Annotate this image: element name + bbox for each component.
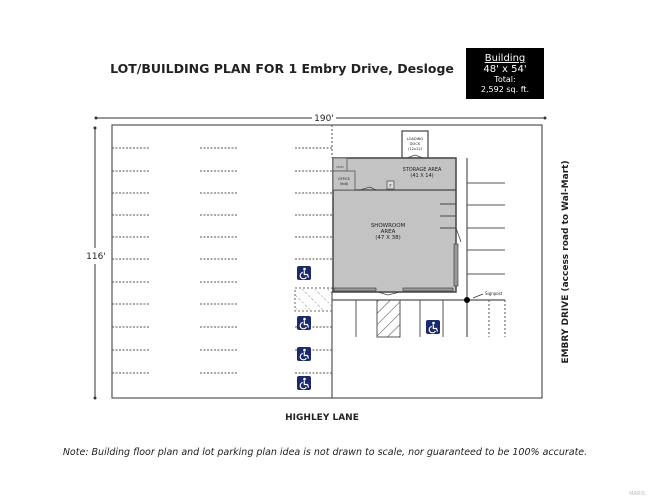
page-title: LOT/BUILDING PLAN FOR 1 Embry Drive, Des… <box>110 61 454 76</box>
restroom-size: (5x5) <box>336 165 343 169</box>
watermark: MARIS <box>629 491 645 497</box>
office-size: (9x8) <box>340 182 348 186</box>
dock-size: (12x12) <box>408 147 423 151</box>
showroom-label-2: AREA <box>381 229 396 235</box>
access-aisle-front <box>376 299 401 338</box>
info-heading: Building <box>485 53 526 64</box>
fixture-box <box>386 180 395 190</box>
info-total-value: 2,592 sq. ft. <box>481 85 529 94</box>
lot-boundary <box>111 124 543 399</box>
info-total-label: Total: <box>493 75 515 84</box>
accessible-parking-icon <box>296 315 312 331</box>
signpost-marker <box>464 297 470 303</box>
signpost: Signpost <box>464 291 503 303</box>
building-info-box: Building 48' x 54' Total: 2,592 sq. ft. <box>466 48 544 99</box>
showroom-size: (47 X 38) <box>375 235 401 241</box>
fixture-label: F <box>389 184 392 189</box>
disclaimer-note: Note: Building floor plan and lot parkin… <box>63 447 587 458</box>
accessible-parking-icon <box>296 346 312 362</box>
signpost-label: Signpost <box>485 291 503 296</box>
depth-label: 116' <box>86 252 106 262</box>
depth-dimension: 116' <box>86 126 106 400</box>
accessible-parking-icon <box>296 375 312 391</box>
road-label-east: EMBRY DRIVE (access road to Wal-Mart) <box>561 160 571 363</box>
access-aisle-left <box>294 287 333 312</box>
office-label: OFFICE <box>338 177 350 181</box>
building: (5x5) OFFICE (9x8) F STORAGE AREA (41 X … <box>332 154 462 296</box>
storefront-window-south-1 <box>333 287 377 292</box>
front-parking-stalls <box>332 299 506 338</box>
left-parking-stalls <box>112 147 332 374</box>
dock-label: LOADING <box>407 137 424 141</box>
width-label: 190' <box>314 114 334 124</box>
info-dimensions: 48' x 54' <box>483 64 526 75</box>
width-dimension: 190' <box>94 114 547 124</box>
accessible-parking-icon <box>425 319 441 335</box>
accessible-parking-icon <box>296 265 312 281</box>
east-parking-stalls <box>466 158 505 337</box>
loading-dock: LOADING DOCK (12x12) <box>401 130 429 159</box>
showroom-label: SHOWROOM <box>371 223 406 229</box>
storefront-window-east <box>453 243 459 287</box>
office <box>332 170 356 191</box>
dock-label-2: DOCK <box>410 142 421 146</box>
storage-size: (41 X 14) <box>410 173 433 179</box>
road-label-south: HIGHLEY LANE <box>285 413 359 423</box>
storage-label: STORAGE AREA <box>403 167 442 173</box>
storefront-window-south-2 <box>402 287 454 292</box>
entrance-door <box>377 291 401 296</box>
